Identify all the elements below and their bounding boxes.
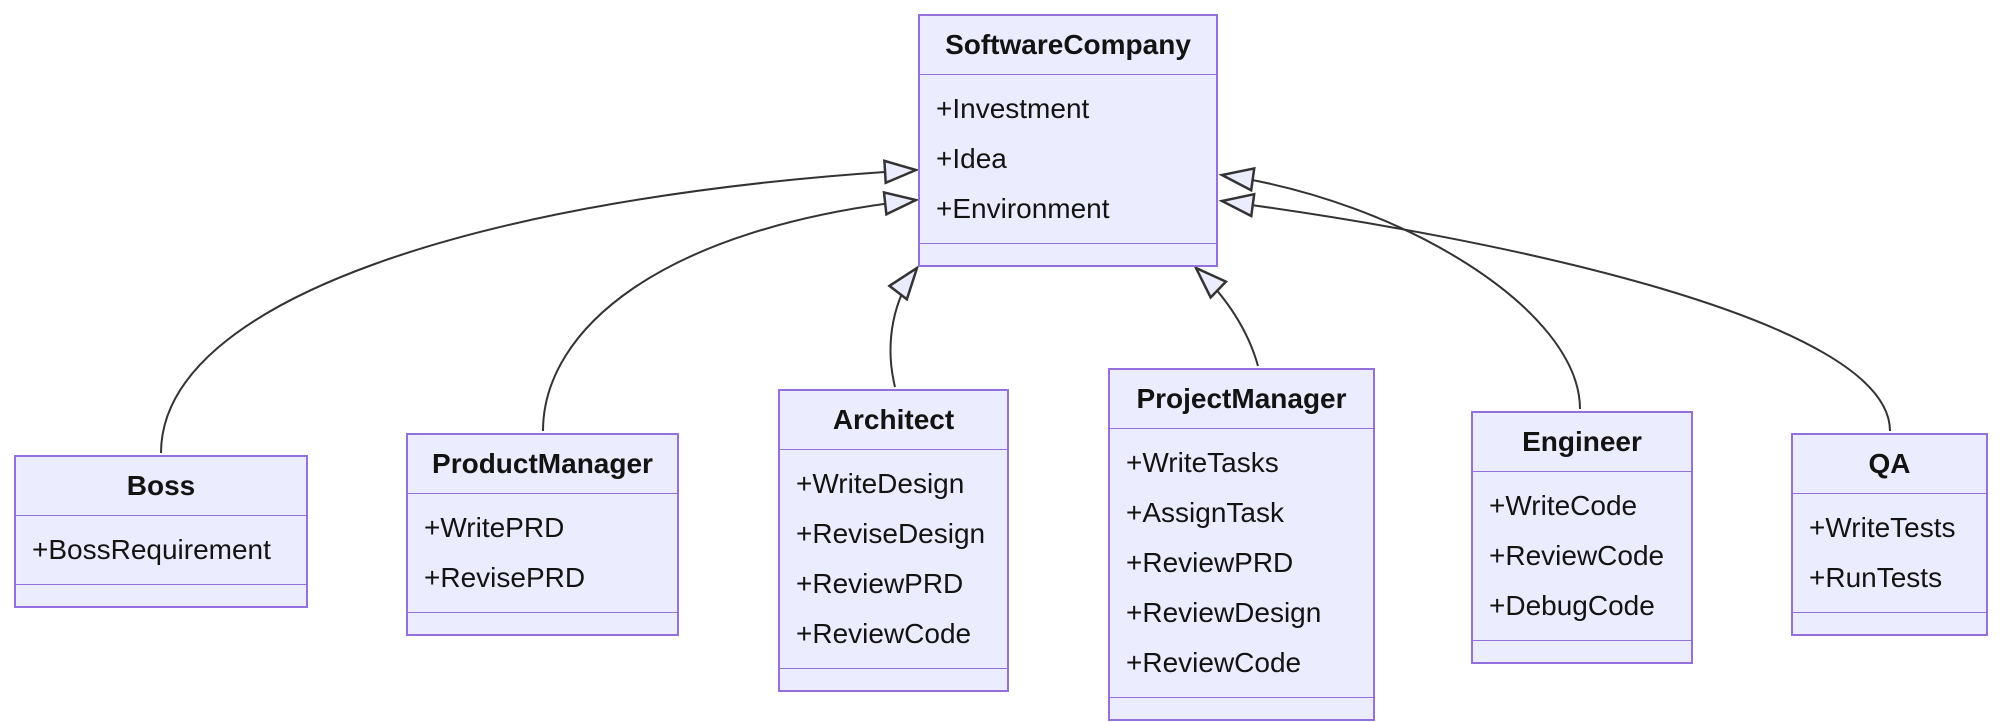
class-attributes: +WritePRD +RevisePRD — [408, 494, 677, 613]
class-attributes: +WriteTasks +AssignTask +ReviewPRD +Revi… — [1110, 429, 1373, 698]
class-attribute: +WritePRD — [424, 512, 565, 543]
class-attributes: +WriteCode +ReviewCode +DebugCode — [1473, 472, 1691, 641]
class-attribute: +AssignTask — [1126, 497, 1284, 528]
class-attribute: +WriteCode — [1489, 490, 1638, 521]
class-title: QA — [1793, 435, 1986, 494]
class-attribute: +RunTests — [1809, 562, 1943, 593]
inheritance-edge-qa — [1218, 192, 1891, 432]
class-methods-empty — [1110, 698, 1373, 719]
inheritance-edge-projectmanager — [1193, 265, 1259, 367]
class-attribute: +ReviewCode — [1489, 540, 1665, 571]
class-attribute: +ReviewDesign — [1126, 597, 1322, 628]
class-box-boss: Boss +BossRequirement — [14, 455, 308, 608]
class-methods-empty — [780, 669, 1007, 690]
class-attribute: +ReviewCode — [796, 618, 972, 649]
class-box-softwarecompany: SoftwareCompany +Investment +Idea +Envir… — [918, 14, 1218, 267]
class-box-qa: QA +WriteTests +RunTests — [1791, 433, 1988, 636]
class-attributes: +BossRequirement — [16, 516, 306, 585]
class-attribute: +WriteTasks — [1126, 447, 1279, 478]
class-attribute: +WriteDesign — [796, 468, 965, 499]
inheritance-edge-boss — [160, 159, 920, 454]
class-attribute: +ReviewPRD — [1126, 547, 1294, 578]
class-methods-empty — [1473, 641, 1691, 662]
class-attributes: +WriteTests +RunTests — [1793, 494, 1986, 613]
class-attributes: +WriteDesign +ReviseDesign +ReviewPRD +R… — [780, 450, 1007, 669]
class-attribute: +DebugCode — [1489, 590, 1655, 621]
inheritance-edge-architect — [887, 265, 920, 388]
class-attribute: +RevisePRD — [424, 562, 586, 593]
class-methods-empty — [16, 585, 306, 606]
class-box-engineer: Engineer +WriteCode +ReviewCode +DebugCo… — [1471, 411, 1693, 664]
class-title: Boss — [16, 457, 306, 516]
class-attribute: +Environment — [936, 193, 1110, 224]
class-title: ProductManager — [408, 435, 677, 494]
inheritance-edge-productmanager — [542, 190, 920, 432]
class-box-projectmanager: ProjectManager +WriteTasks +AssignTask +… — [1108, 368, 1375, 721]
class-box-architect: Architect +WriteDesign +ReviseDesign +Re… — [778, 389, 1009, 692]
class-box-productmanager: ProductManager +WritePRD +RevisePRD — [406, 433, 679, 636]
class-attributes: +Investment +Idea +Environment — [920, 75, 1216, 244]
class-title: SoftwareCompany — [920, 16, 1216, 75]
class-title: Engineer — [1473, 413, 1691, 472]
class-attribute: +Idea — [936, 143, 1007, 174]
class-title: ProjectManager — [1110, 370, 1373, 429]
class-attribute: +WriteTests — [1809, 512, 1956, 543]
class-methods-empty — [920, 244, 1216, 265]
class-attribute: +ReviewPRD — [796, 568, 964, 599]
class-methods-empty — [1793, 613, 1986, 634]
inheritance-edge-engineer — [1218, 166, 1581, 410]
class-attribute: +ReviseDesign — [796, 518, 986, 549]
class-title: Architect — [780, 391, 1007, 450]
class-attribute: +Investment — [936, 93, 1090, 124]
class-methods-empty — [408, 613, 677, 634]
class-attribute: +BossRequirement — [32, 534, 271, 565]
class-attribute: +ReviewCode — [1126, 647, 1302, 678]
